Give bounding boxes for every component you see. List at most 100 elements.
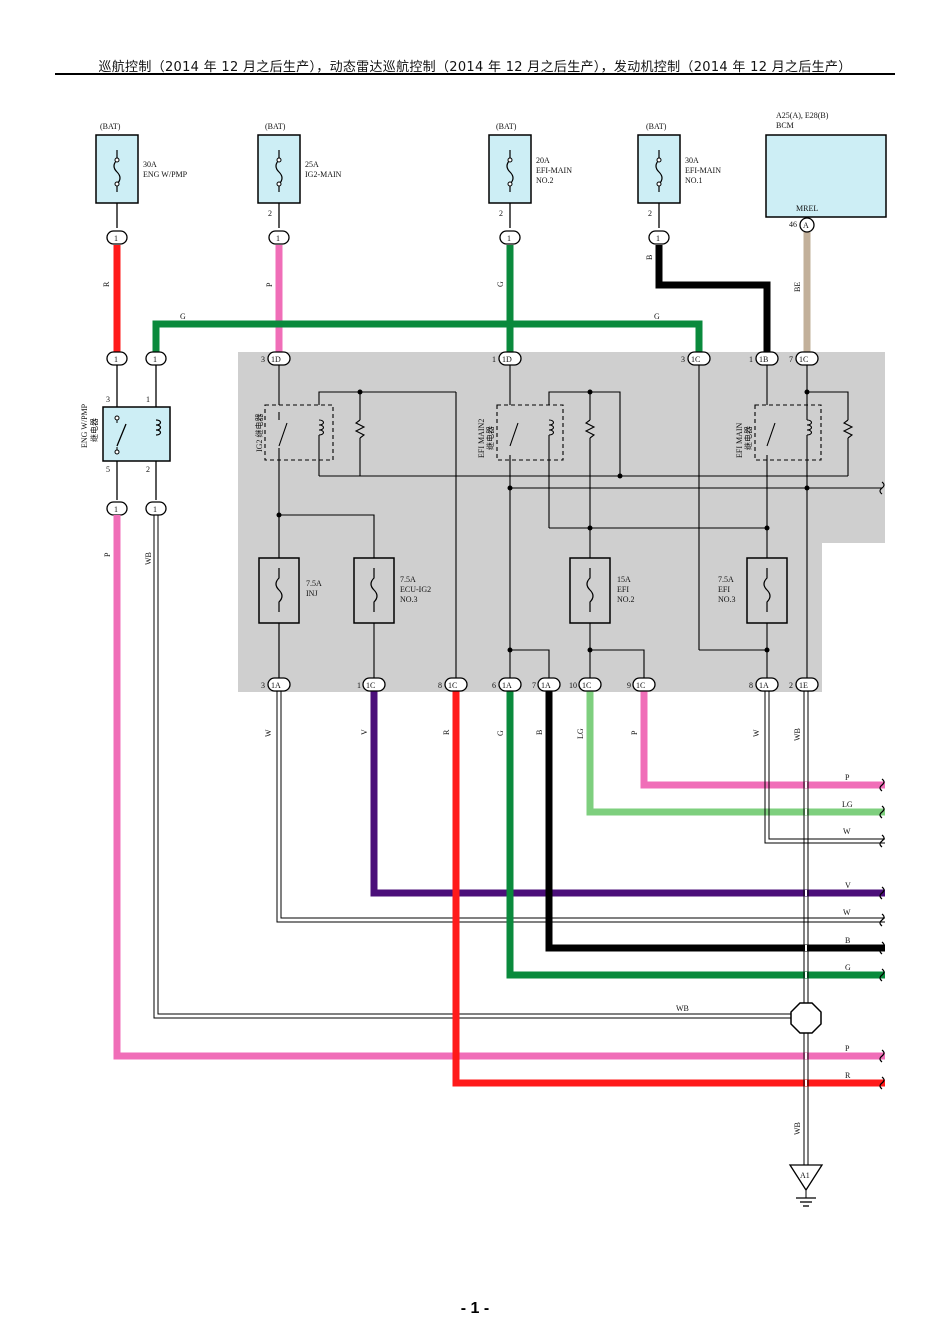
relay-label-2: 继电器 xyxy=(485,426,495,450)
junction-block xyxy=(238,352,885,692)
fuse-efi-main-no1: (BAT) 30A EFI-MAIN NO.1 2 xyxy=(637,122,721,218)
pin-number: 3 xyxy=(261,681,265,690)
wire-label: B xyxy=(535,730,544,735)
wire-label: WB xyxy=(676,1004,689,1013)
fuse-name: EFI xyxy=(617,585,629,594)
pin-number: 9 xyxy=(627,681,631,690)
wire-label: B xyxy=(645,255,654,260)
wire-label: G xyxy=(180,312,186,321)
pin-number: 7 xyxy=(789,355,793,364)
fuse-rating: 20A xyxy=(536,156,550,165)
pin-number: 2 xyxy=(648,209,652,218)
fuse-source-label: (BAT) xyxy=(496,122,517,131)
wire-label: W xyxy=(843,827,851,836)
bcm-signal: MREL xyxy=(796,204,818,213)
pin-number: 1 xyxy=(357,681,361,690)
jb-internal-wiring xyxy=(264,365,885,680)
fuse-rating: 7.5A xyxy=(306,579,322,588)
jb-fuse-inj: 7.5A INJ xyxy=(258,557,322,624)
wire-label: V xyxy=(845,881,851,890)
connector-id: 1 xyxy=(276,234,280,243)
connector-id: 1 xyxy=(507,234,511,243)
ground-id: A1 xyxy=(800,1171,810,1180)
ground-symbol: A1 xyxy=(788,1164,824,1207)
connector-id: 1 xyxy=(153,505,157,514)
pin-number: 5 xyxy=(106,465,110,474)
pin-number: 3 xyxy=(681,355,685,364)
wire-label: W xyxy=(264,729,273,737)
connector-id: 1D xyxy=(502,355,512,364)
page-header: 巡航控制（2014 年 12 月之后生产），动态雷达巡航控制（2014 年 12… xyxy=(98,60,852,75)
fuse-source-label: (BAT) xyxy=(265,122,286,131)
connector-id: 1A xyxy=(541,681,551,690)
pin-number: 1 xyxy=(749,355,753,364)
wire-label: P xyxy=(265,282,274,287)
fuse-name: ECU-IG2 xyxy=(400,585,431,594)
relay-label: EFI MAIN2 xyxy=(477,419,486,458)
connector-id: 1B xyxy=(759,355,768,364)
fuse-name: EFI-MAIN xyxy=(536,166,572,175)
fuse-rating: 7.5A xyxy=(718,575,734,584)
connector-id: 1C xyxy=(366,681,375,690)
wire-label: WB xyxy=(793,1122,802,1135)
fuse-rating: 25A xyxy=(305,160,319,169)
relay-label: IG2 继电器 xyxy=(254,414,264,452)
fuse-rating: 30A xyxy=(143,160,157,169)
fuse-efi-main-no2: (BAT) 20A EFI-MAIN NO.2 2 xyxy=(488,122,572,218)
connector-id: 1D xyxy=(271,355,281,364)
fuse-name-2: NO.2 xyxy=(617,595,635,604)
wire-label: G xyxy=(496,281,505,287)
fuse-source-label: (BAT) xyxy=(646,122,667,131)
jb-fuse-efi-no2: 15A EFI NO.2 xyxy=(569,557,635,624)
wire-label: W xyxy=(752,729,761,737)
wire-label: WB xyxy=(144,552,153,565)
eng-wpmp-relay: 3 1 5 2 ENG W/PMP 继电器 1 1 xyxy=(80,365,171,516)
pin-number: 1 xyxy=(146,395,150,404)
fuse-name: IG2-MAIN xyxy=(305,170,342,179)
wire-label: R xyxy=(102,281,111,287)
pin-number: 1 xyxy=(492,355,496,364)
header-rule xyxy=(55,73,895,75)
wire-label: G xyxy=(845,963,851,972)
fuse-eng-wpmp: (BAT) 30A ENG W/PMP xyxy=(95,122,188,204)
wire-label: LG xyxy=(842,800,853,809)
output-wire-labels: W V R G B LG P W WB P WB WB xyxy=(103,552,802,1135)
bcm-name: BCM xyxy=(776,121,794,130)
pin-number: 2 xyxy=(789,681,793,690)
pin-number: 2 xyxy=(268,209,272,218)
connector-id: A xyxy=(803,221,809,230)
wire-break-marks xyxy=(879,778,885,1090)
fuse-rating: 30A xyxy=(685,156,699,165)
right-exit-labels: P LG W V W B G P R WB xyxy=(676,773,853,1080)
fuse-name-2: NO.1 xyxy=(685,176,703,185)
relay-label-2: 继电器 xyxy=(89,418,99,442)
pin-number: 2 xyxy=(499,209,503,218)
wire-label: P xyxy=(630,730,639,735)
pin-number: 3 xyxy=(106,395,110,404)
connector-id: 1C xyxy=(582,681,591,690)
wire-label: V xyxy=(360,729,369,735)
jb-fuse-efi-no3: 7.5A EFI NO.3 xyxy=(718,557,788,624)
splice-point xyxy=(790,1002,822,1034)
connector-id: 1A xyxy=(502,681,512,690)
pin-number: 8 xyxy=(438,681,442,690)
fuse-rating: 15A xyxy=(617,575,631,584)
wire-label: BE xyxy=(793,282,802,292)
fuse-leads xyxy=(116,203,808,228)
wire-label: R xyxy=(845,1071,851,1080)
pin-number: 8 xyxy=(749,681,753,690)
connector-id: 1C xyxy=(448,681,457,690)
connector-id: 1E xyxy=(799,681,808,690)
wire-label: B xyxy=(845,936,850,945)
wire-label: W xyxy=(843,908,851,917)
pin-number: 2 xyxy=(146,465,150,474)
fuse-name-2: NO.3 xyxy=(718,595,736,604)
top-wires xyxy=(113,232,811,352)
wire-label: P xyxy=(103,552,112,557)
wire-label: LG xyxy=(576,728,585,739)
wire-label: WB xyxy=(793,728,802,741)
pin-number: 6 xyxy=(492,681,496,690)
bcm-ref: A25(A), E28(B) xyxy=(776,111,829,120)
connector-id: 1A xyxy=(759,681,769,690)
